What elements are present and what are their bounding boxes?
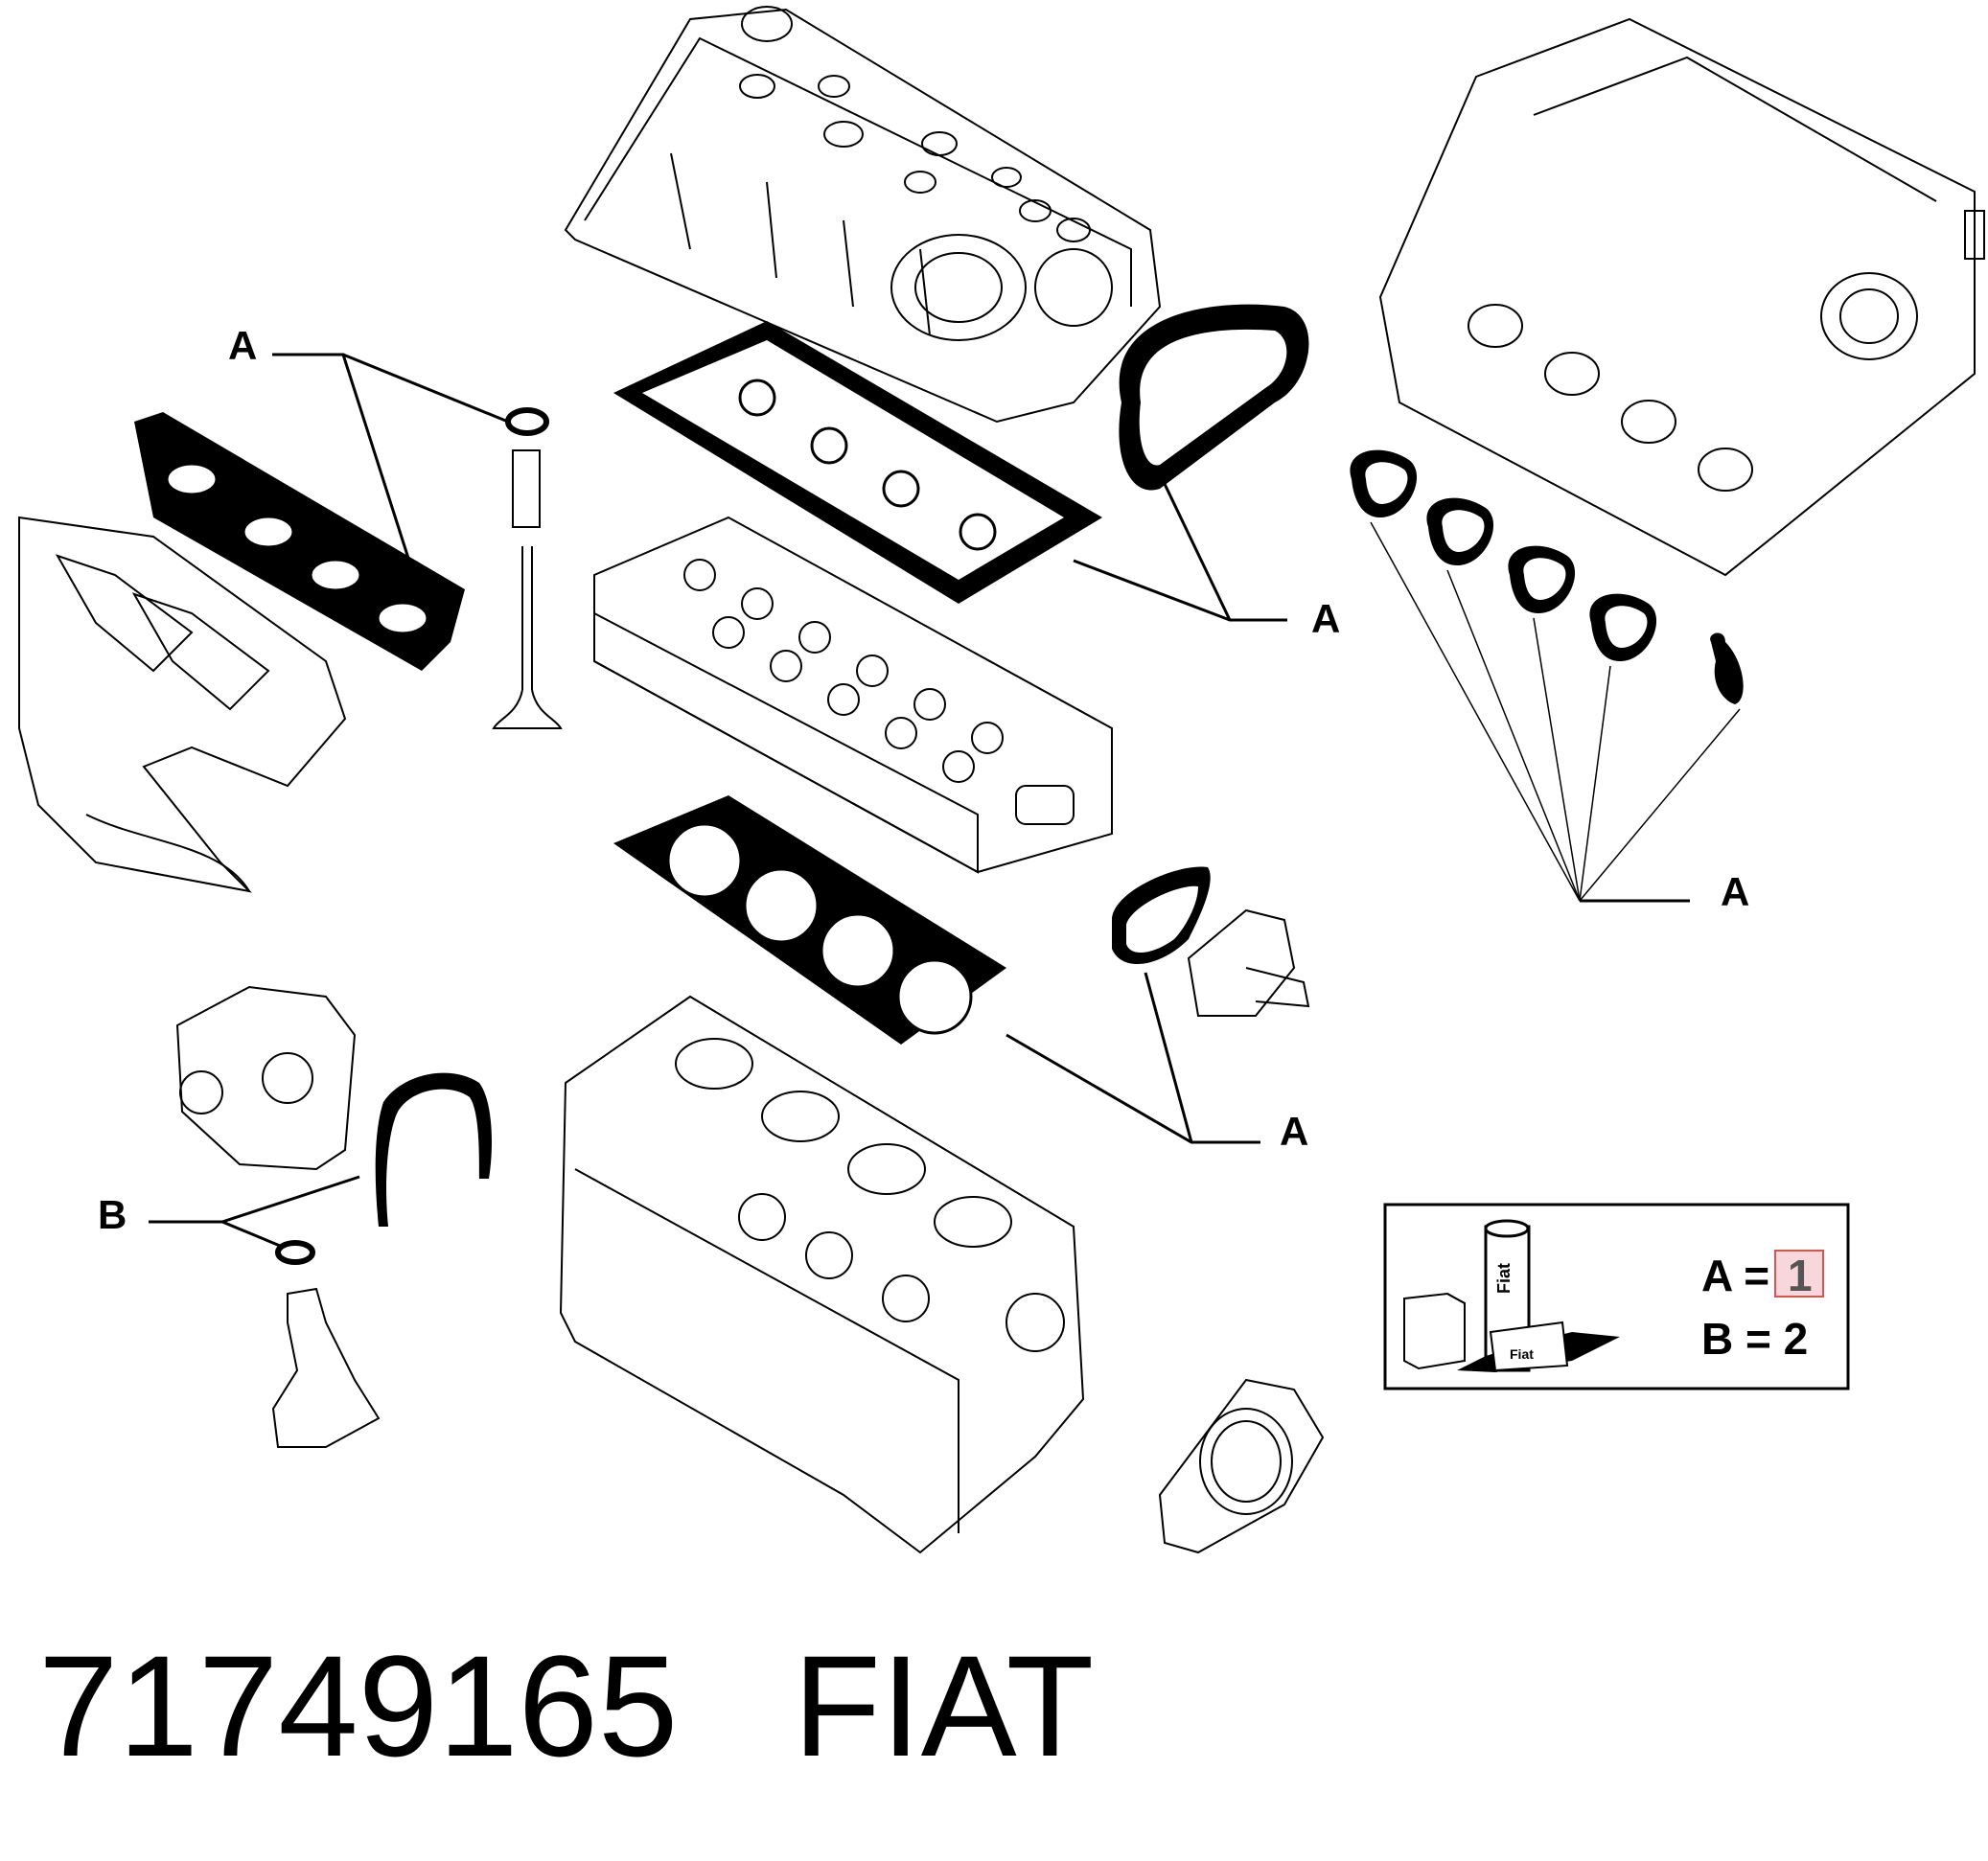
legend-box: Fiat Fiat A = 1 B = 2 [1383, 1203, 1850, 1390]
kit-box-brand-small: Fiat [1510, 1346, 1534, 1362]
engine-block [559, 995, 1085, 1554]
water-outlet-housing [1187, 908, 1310, 1017]
end-cover-gasket [1119, 304, 1309, 491]
callout-a-valve-cover: A [1311, 596, 1340, 641]
exhaust-manifold-gasket [134, 412, 465, 671]
callout-b: B [98, 1192, 127, 1237]
intake-manifold [1378, 17, 1985, 577]
part-number: 71749165 [38, 1625, 679, 1786]
valve-and-stem-seal [492, 407, 563, 729]
valve-cover-gasket [613, 321, 1102, 604]
legend-value-highlight [1774, 1250, 1824, 1298]
gasket-kit-icon: Fiat Fiat [1403, 1219, 1620, 1372]
oil-pickup [271, 1240, 381, 1448]
cylinder-head [593, 516, 1113, 874]
leader-lines [149, 353, 1741, 1248]
callout-a-head-gasket: A [1280, 1109, 1308, 1154]
water-outlet-gasket [1112, 866, 1211, 965]
oil-pump [175, 985, 357, 1171]
legend-line-a-value: 1 [1788, 1251, 1813, 1300]
cylinder-head-gasket [613, 795, 1006, 1045]
legend-line-b: B = 2 [1701, 1314, 1808, 1364]
legend-line-a-label: A = [1701, 1251, 1769, 1300]
intake-port-gaskets [1350, 449, 1744, 704]
exhaust-manifold [18, 516, 347, 893]
callout-a-intake: A [1721, 869, 1749, 914]
rear-main-seal [1158, 1378, 1325, 1554]
callout-a-top-left: A [228, 323, 257, 368]
oil-pump-gasket [375, 1072, 492, 1227]
cylinder-head-cover [564, 6, 1162, 424]
kit-box-brand: Fiat [1494, 1263, 1514, 1294]
brand-name: FIAT [793, 1625, 1095, 1786]
